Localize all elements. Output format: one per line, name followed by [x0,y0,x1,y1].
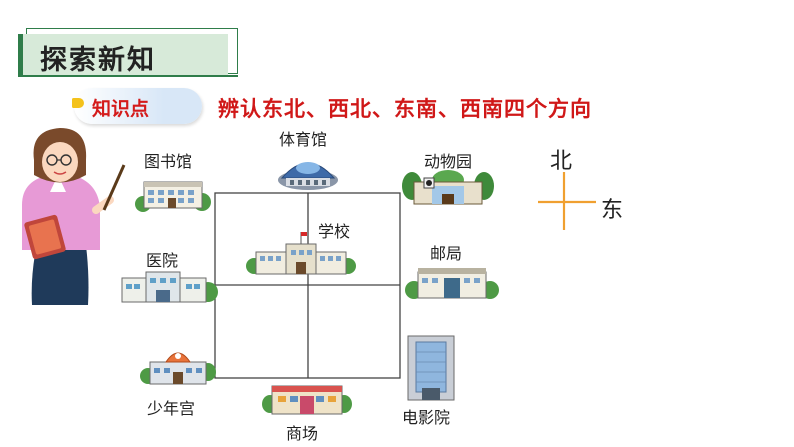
mall-label: 商场 [286,424,319,443]
library-label: 图书馆 [144,152,193,171]
knowledge-tag: 知识点 [92,98,150,120]
zoo-building [402,170,494,205]
school-label: 学校 [318,222,351,241]
compass-north-label: 北 [550,149,573,174]
mall-building [262,385,352,415]
youth-palace-label: 少年宫 [147,399,196,418]
zoo-label: 动物园 [424,152,473,171]
hospital-label: 医院 [146,251,179,270]
cinema-building [407,335,455,401]
knowledge-bullet-icon [72,98,84,108]
title-underline [18,75,238,77]
stadium-label: 体育馆 [279,130,328,149]
hospital-building [121,271,218,303]
school-building [246,232,356,275]
post-office-building [405,268,499,299]
teacher-illustration [22,128,126,305]
youth-palace-building [140,352,216,385]
title-banner [18,34,228,76]
knowledge-pill [74,88,202,124]
page-title: 探索新知 [40,45,156,76]
compass [538,172,596,230]
cinema-label: 电影院 [402,408,451,427]
post-office-label: 邮局 [430,244,463,263]
map-grid [214,192,401,379]
stadium-building [278,162,338,190]
library-building [135,181,211,212]
lesson-headline: 辨认东北、西北、东南、西南四个方向 [218,96,592,121]
compass-east-label: 东 [601,198,624,223]
